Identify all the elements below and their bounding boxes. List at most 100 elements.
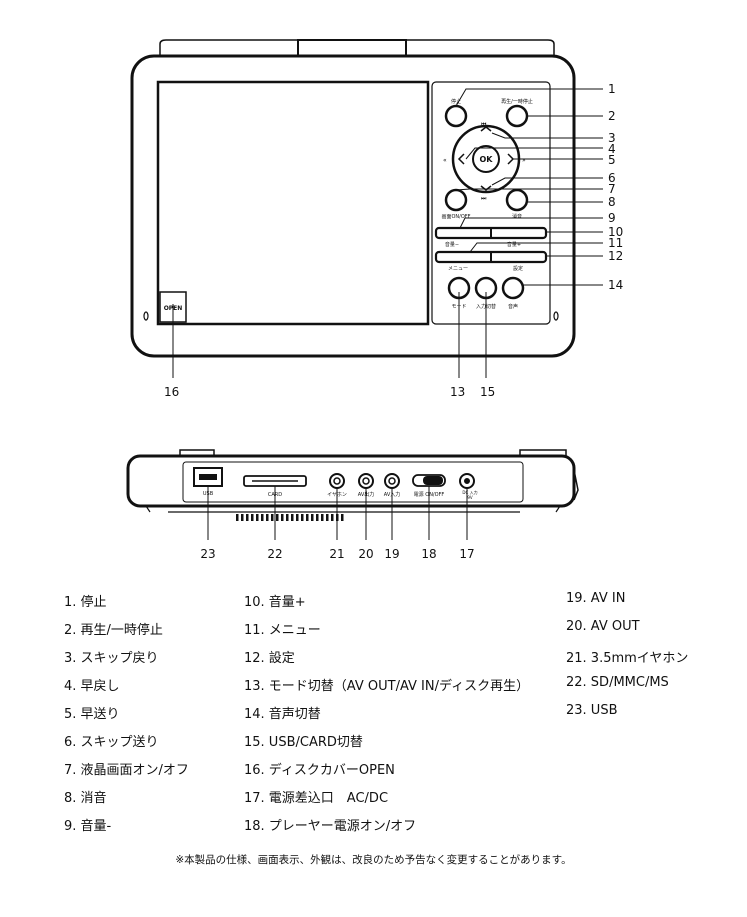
skip-back-icon bbox=[480, 126, 492, 132]
stop-label: 停止 bbox=[451, 98, 461, 105]
callout-6: 6 bbox=[608, 171, 616, 185]
callout-1: 1 bbox=[608, 82, 616, 96]
callout-9: 9 bbox=[608, 211, 616, 225]
callout-7: 7 bbox=[608, 182, 616, 196]
side-panel bbox=[182, 461, 524, 503]
leader-7 bbox=[455, 188, 603, 191]
leader-4 bbox=[465, 147, 603, 160]
leader-1 bbox=[455, 88, 603, 107]
rew-mark: « bbox=[443, 157, 447, 164]
vent-slot bbox=[271, 514, 274, 521]
vent-slot bbox=[251, 514, 254, 521]
vol-minus-label: 音量− bbox=[445, 241, 459, 248]
legend-item: 7. 液晶画面オン/オフ bbox=[64, 763, 189, 778]
callouts-top: 1 2 3 4 5 6 7 8 9 10 11 12 14 13 15 16 bbox=[164, 82, 623, 399]
leader-6 bbox=[491, 177, 603, 186]
legend-item: 16. ディスクカバーOPEN bbox=[244, 763, 395, 778]
callout-22: 22 bbox=[267, 547, 282, 561]
setup-label: 設定 bbox=[513, 265, 523, 272]
play-pause-button bbox=[505, 104, 529, 128]
legend-item: 17. 電源差込口 AC/DC bbox=[244, 791, 389, 806]
audio-label: 音声 bbox=[508, 303, 518, 310]
leader-9 bbox=[459, 217, 603, 229]
callout-20: 20 bbox=[358, 547, 373, 561]
callout-11: 11 bbox=[608, 236, 623, 250]
power-switch-knob bbox=[423, 476, 443, 485]
legend-item: 8. 消音 bbox=[64, 791, 107, 806]
prev-mark: ⏮ bbox=[481, 121, 487, 128]
vent-slot bbox=[246, 514, 249, 521]
vent-slot bbox=[306, 514, 309, 521]
leader-3 bbox=[491, 132, 603, 139]
side-top-edge bbox=[179, 449, 567, 456]
legend-item: 3. スキップ戻り bbox=[64, 651, 159, 666]
legend-item: 12. 設定 bbox=[244, 651, 295, 666]
dc-label-2: 9V bbox=[467, 495, 473, 500]
legend-item: 4. 早戻し bbox=[64, 679, 120, 694]
vent-slot bbox=[286, 514, 289, 521]
ok-button bbox=[472, 145, 500, 173]
vent-slot bbox=[291, 514, 294, 521]
usb-port-inner bbox=[199, 474, 217, 480]
dc-jack-inner bbox=[464, 478, 470, 484]
av-in-jack-inner bbox=[388, 477, 396, 485]
vent-slot bbox=[281, 514, 284, 521]
legend-item: 13. モード切替（AV OUT/AV IN/ディスク再生） bbox=[244, 679, 530, 694]
callout-2: 2 bbox=[608, 109, 616, 123]
callout-4: 4 bbox=[608, 142, 616, 156]
legend-item: 10. 音量+ bbox=[244, 595, 306, 610]
legend-item: 22. SD/MMC/MS bbox=[566, 675, 669, 690]
device-side-view bbox=[126, 449, 579, 513]
hinge-top bbox=[159, 39, 555, 58]
stop-button bbox=[444, 104, 468, 128]
callout-17: 17 bbox=[459, 547, 474, 561]
side-body bbox=[126, 454, 576, 508]
vent-slot bbox=[326, 514, 329, 521]
callout-23: 23 bbox=[200, 547, 215, 561]
legend-item: 1. 停止 bbox=[64, 595, 107, 610]
device-diagram: ⏮ ⏭ « » OK 停止 再生/一時停止 画面ON/OFF 消音 音量− 音量… bbox=[126, 39, 623, 561]
legend-item: 23. USB bbox=[566, 703, 618, 718]
callout-5: 5 bbox=[608, 153, 616, 167]
vent-slot bbox=[276, 514, 279, 521]
leader-11 bbox=[469, 242, 603, 253]
vent-slot bbox=[261, 514, 264, 521]
callout-16: 16 bbox=[164, 385, 179, 399]
mute-label: 消音 bbox=[512, 213, 522, 220]
vent-slot bbox=[311, 514, 314, 521]
callout-3: 3 bbox=[608, 131, 616, 145]
legend-item: 9. 音量- bbox=[64, 819, 112, 834]
lcd-screen bbox=[156, 80, 430, 326]
callout-10: 10 bbox=[608, 225, 623, 239]
side-dot-left bbox=[143, 311, 149, 321]
device-front-view bbox=[130, 39, 576, 358]
legend-item: 11. メニュー bbox=[244, 623, 321, 638]
vent-slot bbox=[321, 514, 324, 521]
play-pause-label: 再生/一時停止 bbox=[501, 98, 533, 105]
leader-lines-top bbox=[172, 88, 603, 378]
callout-15: 15 bbox=[480, 385, 495, 399]
legend-item: 18. プレーヤー電源オン/オフ bbox=[244, 819, 417, 834]
menu-label: メニュー bbox=[448, 266, 468, 272]
callout-12: 12 bbox=[608, 249, 623, 263]
callout-8: 8 bbox=[608, 195, 616, 209]
callout-14: 14 bbox=[608, 278, 623, 292]
vol-plus-label: 音量+ bbox=[507, 241, 521, 248]
vent-slot bbox=[316, 514, 319, 521]
vent-slots bbox=[236, 514, 344, 521]
earphone-jack-inner bbox=[333, 477, 341, 485]
legend-item: 2. 再生/一時停止 bbox=[64, 623, 163, 638]
legend-item: 15. USB/CARD切替 bbox=[244, 735, 363, 750]
legend-item: 5. 早送り bbox=[64, 707, 120, 722]
vent-slot bbox=[241, 514, 244, 521]
ok-label: OK bbox=[480, 155, 494, 164]
callout-18: 18 bbox=[421, 547, 436, 561]
lcd-onoff-label: 画面ON/OFF bbox=[441, 214, 470, 220]
legend-item: 21. 3.5mmイヤホン bbox=[566, 651, 689, 666]
vent-slot bbox=[341, 514, 344, 521]
vent-slot bbox=[301, 514, 304, 521]
ff-mark: » bbox=[522, 157, 526, 164]
mute-button bbox=[505, 188, 529, 212]
skip-forward-icon bbox=[480, 185, 492, 191]
callout-19: 19 bbox=[384, 547, 399, 561]
